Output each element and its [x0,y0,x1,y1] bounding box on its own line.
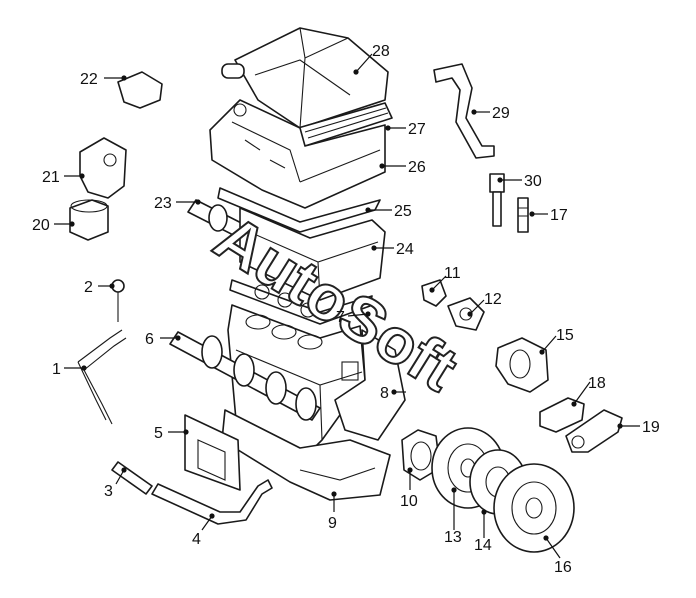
part-ignition-lead [489,173,505,227]
callout-21: 21 [42,169,60,186]
callout-4: 4 [192,531,201,548]
part-short-hose [111,461,153,495]
callout-11: 11 [444,265,461,282]
callout-13: 13 [444,529,462,546]
callout-18: 18 [588,375,606,392]
callout-8: 8 [380,385,389,402]
callout-5: 5 [154,425,163,442]
callout-16: 16 [554,559,572,576]
part-dipstick-tube [77,279,127,425]
part-head-gasket [229,279,373,325]
part-sensor-bracket [117,71,163,109]
part-oil-pan [221,409,391,501]
part-pressure-plate [493,463,575,553]
part-cylinder-head [239,207,386,301]
leader-lines [54,53,640,559]
callout-30: 30 [524,173,542,190]
part-crankshaft [169,331,321,421]
part-oil-filter-bracket [79,137,127,199]
part-engine-mount [565,409,623,453]
callout-26: 26 [408,159,426,176]
callout-28: 28 [372,43,390,60]
leader-dots [69,69,623,541]
callout-7: 7 [336,309,345,326]
callout-15: 15 [556,327,574,344]
part-rear-plate [334,329,406,441]
callout-24: 24 [396,241,414,258]
part-long-hose [151,479,273,525]
engine-parts [69,27,623,553]
callout-2: 2 [84,279,93,296]
callout-20: 20 [32,217,50,234]
part-air-cleaner-cover [221,27,389,129]
callout-9: 9 [328,515,337,532]
callout-27: 27 [408,121,426,138]
callout-12: 12 [484,291,502,308]
callout-23: 23 [154,195,172,212]
callout-1: 1 [52,361,61,378]
callout-14: 14 [474,537,492,554]
callout-3: 3 [104,483,113,500]
callout-17: 17 [550,207,568,224]
callout-22: 22 [80,71,98,88]
callout-29: 29 [492,105,510,122]
callout-labels: 1 2 3 4 5 6 7 8 9 10 11 12 13 14 15 16 1… [32,43,660,576]
part-head-cover [209,99,386,209]
part-oil-pump-cover [184,414,241,491]
callout-19: 19 [642,419,660,436]
part-spark-plug [517,197,529,233]
part-coolant-hose [433,63,495,159]
part-starter-motor [495,337,549,393]
callout-6: 6 [145,331,154,348]
callout-25: 25 [394,203,412,220]
part-temp-sensor [421,279,447,307]
part-cylinder-block [227,304,366,463]
callout-10: 10 [400,493,418,510]
part-oil-filter [69,199,109,241]
part-engine-mount-bracket [539,397,585,433]
part-thermostat-housing [447,297,485,331]
